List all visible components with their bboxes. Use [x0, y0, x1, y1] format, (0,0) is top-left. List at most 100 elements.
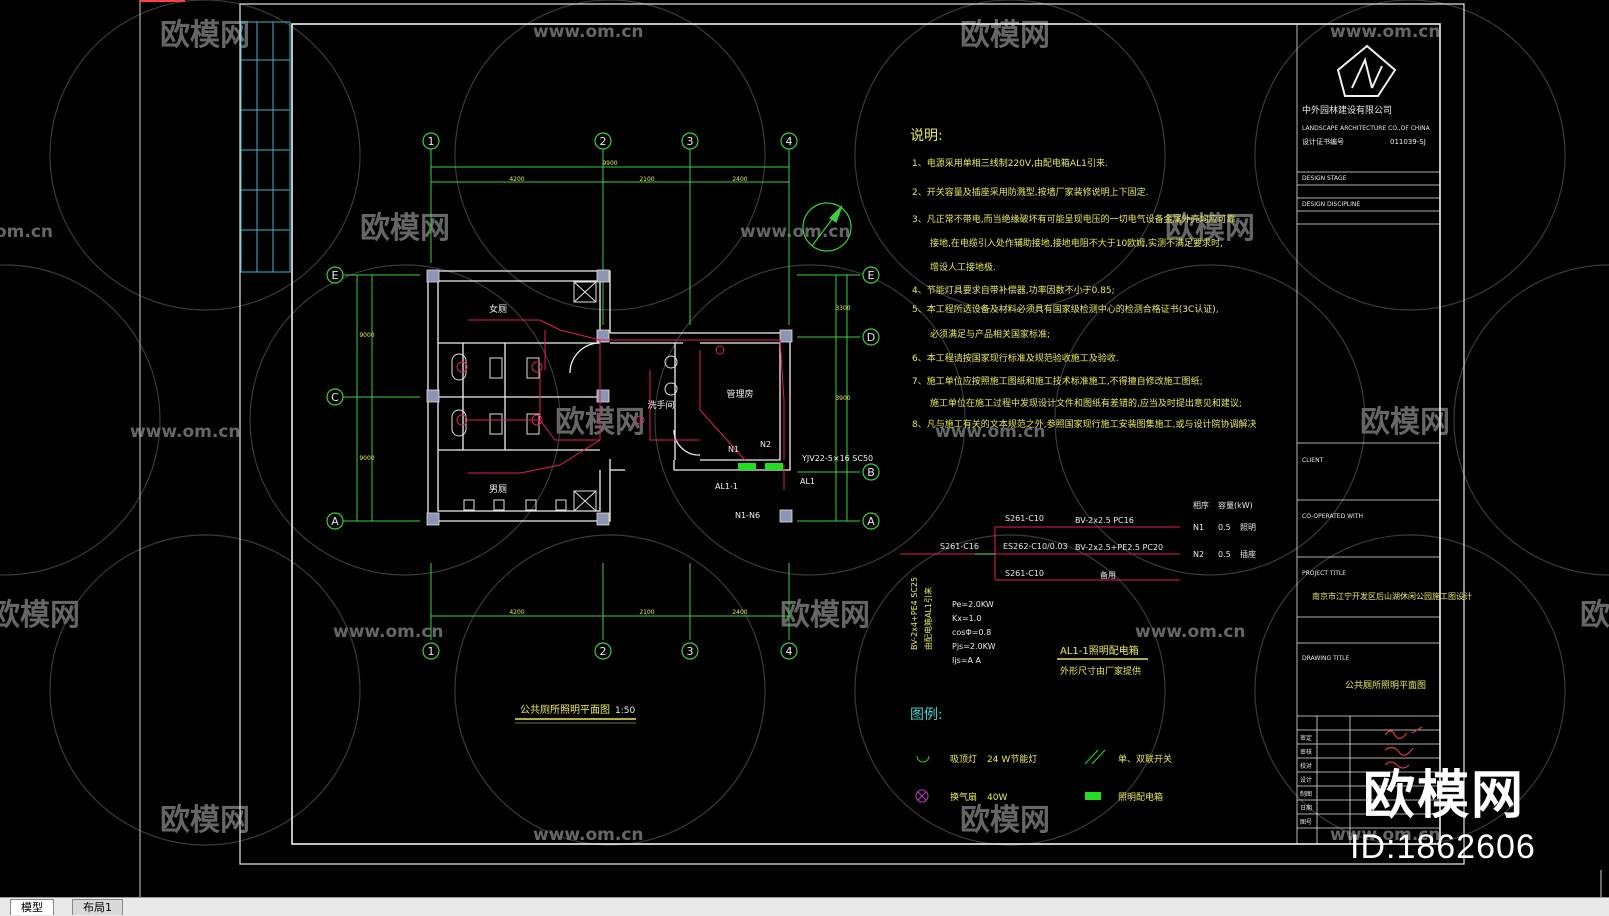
tab-layout1[interactable]: 布局1 [72, 899, 123, 915]
watermark-brand: 欧模网 [780, 598, 870, 633]
use: 照明 [1240, 523, 1256, 532]
cert-label: 设计证书编号 [1302, 137, 1344, 146]
use: 插座 [1240, 549, 1256, 559]
watermark-layer [0, 0, 1609, 846]
layout-tab-bar: 模型 布局1 [0, 897, 1609, 916]
cert-no: 011039-SJ [1390, 138, 1426, 146]
axis-label-top: 1 [428, 135, 435, 148]
title-block [1296, 24, 1440, 844]
header-phase: 相序 [1193, 500, 1209, 510]
fan-symbol [915, 789, 929, 803]
load: 0.5 [1218, 550, 1231, 559]
axis-label-side: B [867, 466, 875, 479]
room-label-male: 男厕 [489, 484, 507, 495]
field-label: DESIGN DISCIPLINE [1302, 201, 1360, 208]
revision-strip [240, 21, 291, 273]
dim-text: 4200 [509, 609, 524, 616]
legend-spec: 24 W节能灯 [987, 753, 1037, 765]
watermark-brand: 欧模网 [360, 211, 450, 246]
calc: Pjs=2.0KW [952, 642, 996, 651]
axis-labels: 1 2 3 4 1 2 3 4 E C A E D B A [331, 135, 875, 658]
legend-spec: 40W [987, 793, 1007, 803]
watermark-url: www.om.cn [740, 222, 851, 242]
note-item: 必须满足与产品相关国家标准; [930, 328, 1050, 340]
axis-label-side: C [331, 391, 339, 404]
company-en: LANDSCAPE ARCHITECTURE CO.,OF CHINA [1302, 125, 1431, 132]
axis-grid [342, 149, 860, 640]
spare: 备用 [1100, 570, 1116, 580]
axis-label-top: 3 [687, 135, 694, 148]
axis-label-bottom: 3 [687, 645, 694, 658]
note-item: 增设人工接地极. [930, 261, 996, 273]
circuit-texts: N1 N2 AL1-1 AL1 YJV22-5×16 SC50 N1-N6 [715, 440, 873, 520]
watermark-urls: www.om.cn www.om.cn om.cn www.om.cn www.… [0, 22, 1441, 845]
note-item: 2、开关容量及插座采用防溅型,按墙厂家装修说明上下固定. [912, 186, 1148, 198]
watermark-brand: 欧模网 [0, 598, 80, 633]
dim-text: 2400 [732, 609, 747, 616]
dim-text: 2100 [639, 609, 654, 616]
id-badge: ID:1862606 [1350, 828, 1536, 866]
room-label-washroom: 洗手间 [647, 399, 674, 411]
distribution-boxes [738, 463, 783, 470]
cable: BV-2x2.5+PE2.5 PC20 [1075, 543, 1163, 552]
circuit-n1: N1 [728, 445, 739, 454]
axis-label-side: E [332, 269, 339, 282]
row-label: 日期 [1300, 804, 1312, 812]
header-capacity: 容量(kW) [1218, 500, 1253, 510]
building-walls [427, 270, 791, 522]
breaker: ES262-C10/0.03 [1003, 542, 1068, 551]
cable: BV-2x2.5 PC16 [1075, 516, 1134, 525]
note-item: 7、施工单位应按照施工图纸和施工技术标准施工,不得擅自修改施工图纸; [912, 375, 1203, 387]
watermark-brand: 欧模网 [160, 803, 250, 838]
tab-model[interactable]: 模型 [10, 899, 54, 915]
axis-label-bottom: 4 [786, 645, 793, 658]
notes-title: 说明: [910, 128, 943, 144]
legend-name: 单、双联开关 [1118, 753, 1172, 765]
wiring [468, 319, 785, 490]
switch-symbol [1084, 749, 1106, 765]
field-label: CLIENT [1302, 457, 1324, 464]
calc: Ijs=A A [952, 656, 981, 665]
field-label: CO-OPERATED WITH [1302, 513, 1363, 520]
watermark-url: www.om.cn [1135, 622, 1246, 642]
row-label: 制图 [1300, 790, 1312, 798]
watermark-url: www.om.cn [935, 422, 1046, 442]
axis-label-side: D [867, 331, 875, 344]
watermark-url: www.om.cn [333, 622, 444, 642]
room-label-management: 管理房 [726, 388, 753, 400]
watermark-brand: 欧模网 [1580, 598, 1609, 633]
row-label: 审核 [1300, 748, 1312, 756]
watermark-brand: 欧模网 [1165, 211, 1255, 246]
watermark-url: www.om.cn [130, 422, 241, 442]
circuit-n2: N2 [760, 440, 771, 449]
drawing-title: 公共厕所照明平面图 [1345, 680, 1426, 691]
field-label: DESIGN STAGE [1302, 175, 1347, 182]
design-notes: 说明: 1、电源采用单相三线制220V,由配电箱AL1引来. 2、开关容量及插座… [910, 128, 1256, 430]
watermark-url: www.om.cn [1330, 825, 1441, 845]
circuit-feed: YJV22-5×16 SC50 [801, 454, 873, 463]
axis-label-top: 4 [786, 135, 793, 148]
lights [456, 345, 725, 426]
note-item: 6、本工程请按国家现行标准及规范验收施工及验收. [912, 352, 1119, 364]
company-name: 中外园林建设有限公司 [1302, 104, 1392, 116]
axis-label-bottom: 1 [428, 645, 435, 658]
dimension-texts: 9900 4200 2100 2400 4200 2100 2400 9000 … [359, 160, 850, 616]
legend-name: 吸顶灯 [950, 754, 977, 765]
circuit-n1n6: N1-N6 [735, 511, 760, 520]
note-item: 施工单位在施工过程中发现设计文件和图纸有差错的,应当及时提出意见和建议; [930, 397, 1242, 409]
dim-text: 4200 [509, 176, 524, 183]
lamp-symbol [916, 755, 930, 763]
plan-title: 公共厕所照明平面图 [520, 704, 610, 716]
dim-text: 2100 [639, 176, 654, 183]
circuit: N2 [1193, 550, 1204, 559]
legend: 图例: 吸顶灯 24 W节能灯 单、双联开关 换气扇 40W 照明配电箱 [910, 707, 1172, 803]
calc: Pe=2.0KW [952, 600, 994, 609]
main-breaker: S261-C16 [940, 542, 979, 551]
plan-labels: 女厕 男厕 洗手间 管理房 [489, 303, 754, 495]
box-symbol [1085, 792, 1101, 800]
row-label: 校对 [1300, 762, 1312, 770]
plan-scale: 1:50 [615, 706, 635, 716]
circuit-al11: AL1-1 [715, 482, 738, 491]
